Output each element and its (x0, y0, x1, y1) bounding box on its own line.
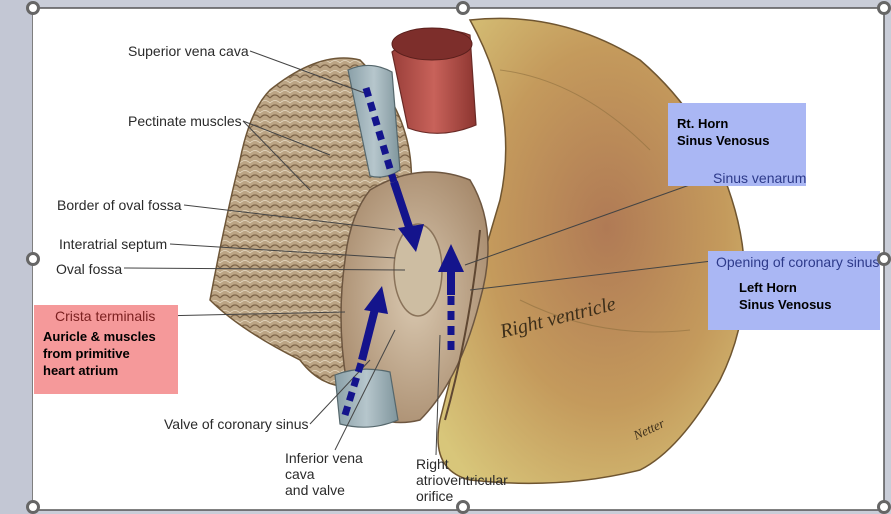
resize-handle-bottom-center[interactable] (456, 500, 470, 514)
auricle-text: Auricle & muscles from primitive heart a… (43, 328, 156, 379)
auricle-line2: from primitive (43, 346, 130, 361)
leader-lines (123, 50, 713, 456)
heart-illustration (209, 17, 746, 485)
resize-handle-top-right[interactable] (877, 1, 891, 15)
ivc-dashed-arrow-shaft (341, 358, 366, 417)
left-horn-line1: Left Horn (739, 280, 797, 295)
label-pectinate-muscles: Pectinate muscles (128, 113, 242, 129)
resize-handle-middle-right[interactable] (877, 252, 891, 266)
ivc-line2: cava (285, 466, 315, 482)
svc-dashed-arrow-shaft (362, 87, 398, 183)
label-inferior-vena-cava: Inferior vena cava and valve (285, 450, 363, 498)
auricle-line3: heart atrium (43, 363, 119, 378)
inferior-vena-cava (334, 368, 399, 428)
cs-arrow-head (438, 244, 464, 272)
rav-line3: orifice (416, 488, 454, 504)
svc-arrow-shaft (390, 180, 414, 232)
rav-line1: Right (416, 456, 449, 472)
ivc-arrow-shaft (358, 304, 380, 361)
auricle-line1: Auricle & muscles (43, 329, 156, 344)
rt-horn-box (668, 103, 806, 186)
left-horn-text: Left Horn Sinus Venosus (739, 279, 831, 313)
label-opening-coronary-sinus: Opening of coronary sinus (716, 254, 880, 270)
label-valve-coronary-sinus: Valve of coronary sinus (164, 416, 309, 432)
left-horn-line2: Sinus Venosus (739, 297, 832, 312)
resize-handle-top-left[interactable] (26, 1, 40, 15)
rt-horn-line2: Sinus Venosus (677, 133, 770, 148)
rav-line2: atrioventricular (416, 472, 508, 488)
auricle-box (34, 305, 178, 394)
left-horn-box (708, 251, 880, 330)
label-right-av-orifice: Right atrioventricular orifice (416, 456, 508, 504)
svc-arrow-head (398, 224, 424, 252)
resize-handle-middle-left[interactable] (26, 252, 40, 266)
resize-handle-top-center[interactable] (456, 1, 470, 15)
resize-handle-bottom-right[interactable] (877, 500, 891, 514)
label-crista-terminalis: Crista terminalis (55, 308, 156, 324)
label-interatrial-septum: Interatrial septum (59, 236, 168, 252)
ivc-line3: and valve (285, 482, 345, 498)
ivc-line1: Inferior vena (285, 450, 363, 466)
resize-handle-bottom-left[interactable] (26, 500, 40, 514)
rt-horn-line1: Rt. Horn (677, 116, 729, 131)
label-oval-fossa: Oval fossa (56, 261, 123, 277)
label-border-oval-fossa: Border of oval fossa (57, 197, 182, 213)
rt-horn-text: Rt. Horn Sinus Venosus (677, 115, 769, 149)
label-sinus-venarum: Sinus venarum (713, 170, 807, 186)
ivc-arrow-head (364, 286, 388, 314)
label-superior-vena-cava: Superior vena cava (128, 43, 249, 59)
flow-arrows (341, 87, 464, 417)
